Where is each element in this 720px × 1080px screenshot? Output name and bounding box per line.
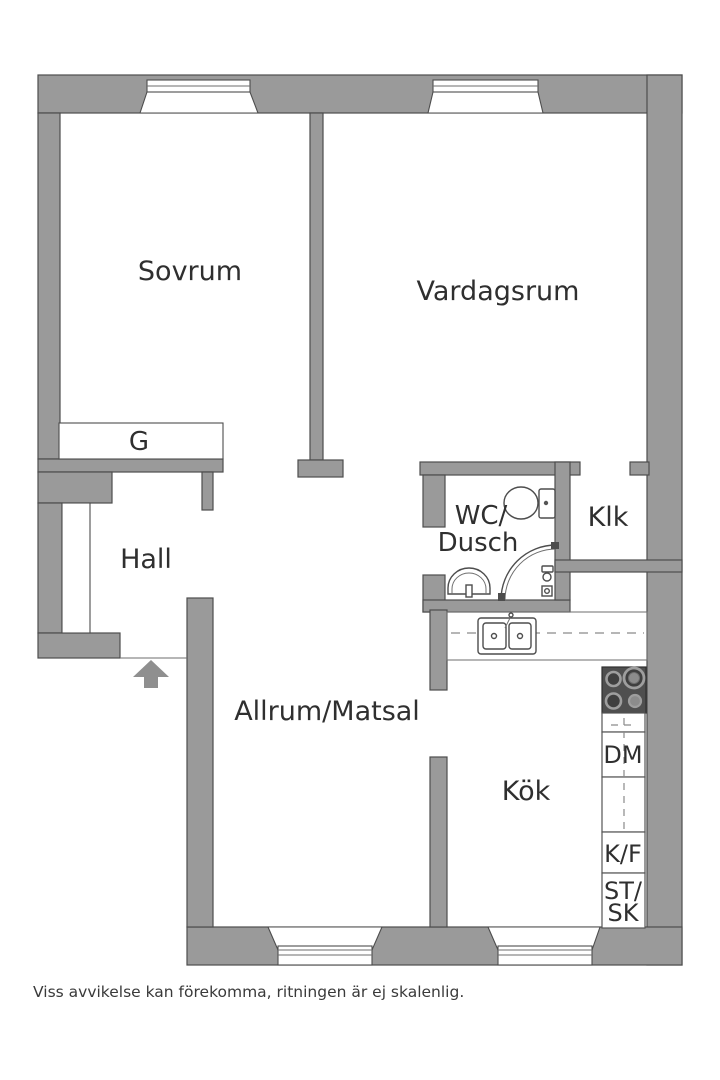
washbasin-icon <box>447 567 491 598</box>
wall-left-upper <box>37 112 61 460</box>
kitchen-sink-icon <box>477 612 537 655</box>
wardrobe-box <box>58 422 224 460</box>
wall-wc-north <box>419 461 581 476</box>
label-allrum: Allrum/Matsal <box>234 696 420 727</box>
entrance <box>120 657 187 688</box>
wall-top <box>37 74 683 114</box>
wall-left-strip <box>37 502 63 634</box>
wall-divider-sovrum-vardagsrum <box>309 112 324 461</box>
label-klk: Klk <box>588 502 629 533</box>
label-fridge-freezer: K/F <box>604 840 642 868</box>
wall-kok-divider-upper <box>429 609 448 691</box>
entrance-arrow-icon <box>133 660 169 688</box>
label-wc-line1: WC/ <box>455 501 508 531</box>
stove-icon <box>601 666 647 714</box>
label-hall: Hall <box>120 544 172 575</box>
wall-wc-klk-divider <box>554 461 571 601</box>
window-sovrum-icon <box>139 79 259 114</box>
cleaning-cabinet-cell <box>601 872 646 929</box>
walls <box>37 74 683 966</box>
label-kok: Kök <box>502 776 551 807</box>
label-stsk-line2: SK <box>608 899 640 927</box>
wall-wc-west-upper <box>422 474 446 528</box>
window-vardagsrum-icon <box>427 79 544 114</box>
kitchen-counter <box>446 611 648 661</box>
label-sovrum: Sovrum <box>138 256 242 287</box>
wall-divider-foot <box>297 459 344 478</box>
windows <box>139 79 601 966</box>
bathroom-fixtures <box>447 486 559 601</box>
room-labels: Sovrum Vardagsrum Hall WC/ Dusch Klk All… <box>120 256 643 927</box>
wall-kok-divider-lower <box>429 756 448 928</box>
wall-hall-north <box>37 458 224 473</box>
window-kok-icon <box>487 926 601 966</box>
fridge-freezer-cell <box>601 831 646 874</box>
wall-right <box>646 74 683 966</box>
label-wc-line2: Dusch <box>438 528 519 558</box>
hall-niche <box>61 502 91 634</box>
label-dishwasher: DM <box>603 741 642 769</box>
wall-klk-south <box>554 559 683 573</box>
wall-hall-nw-block <box>37 471 113 504</box>
wall-hall-jamb <box>201 471 214 511</box>
disclaimer-text: Viss avvikelse kan förekomma, ritningen … <box>33 983 464 1001</box>
toilet-icon <box>503 486 556 520</box>
appliance-column <box>601 666 647 929</box>
wall-bottom <box>186 926 683 966</box>
wall-klk-north <box>629 461 650 476</box>
wall-allrum-west <box>186 597 214 928</box>
label-garderob: G <box>129 427 149 457</box>
window-allrum-icon <box>267 926 383 966</box>
label-vardagsrum: Vardagsrum <box>417 276 580 307</box>
shower-icon <box>498 542 559 601</box>
wall-hall-sw-block <box>37 632 121 659</box>
label-stsk-line1: ST/ <box>604 877 643 905</box>
